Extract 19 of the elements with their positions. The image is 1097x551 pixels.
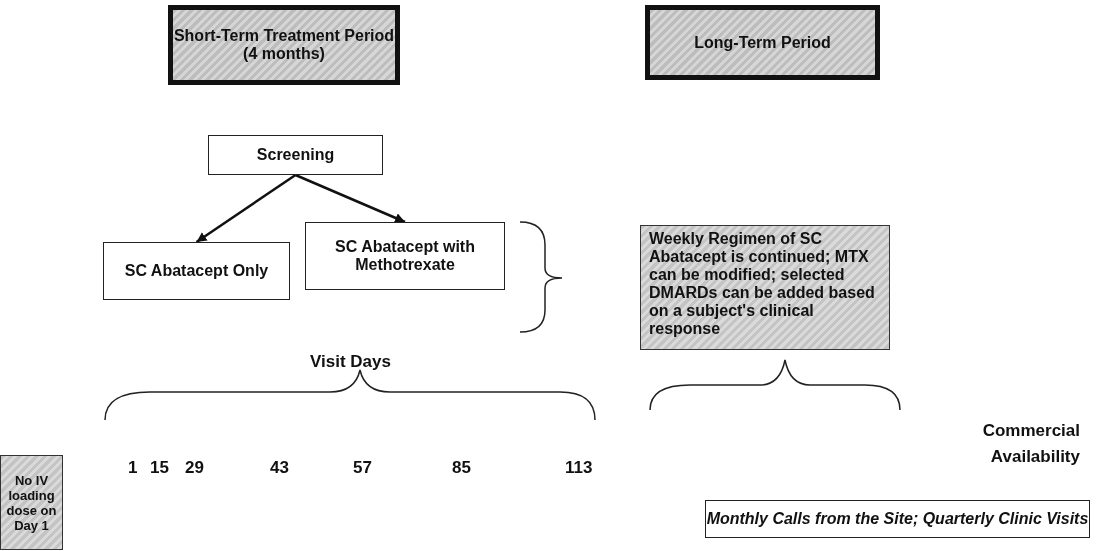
section-label: Visit Days: [310, 352, 391, 372]
period-header-box: Long-Term Period: [645, 5, 880, 80]
process-box: SC Abatacept with Methotrexate: [305, 222, 505, 290]
visit-day-number: 85: [452, 458, 471, 478]
visit-day-number: 29: [185, 458, 204, 478]
visit-day-number: 113: [565, 458, 593, 478]
visit-day-number: 15: [150, 458, 169, 478]
visit-day-number: 43: [270, 458, 289, 478]
period-header-box: Short-Term Treatment Period (4 months): [168, 5, 400, 85]
visit-day-number: 57: [353, 458, 372, 478]
process-box: Screening: [208, 135, 383, 175]
shaded-text-box: Weekly Regimen of SC Abatacept is continued; MTX can be modified; selected DMARDs can be added based on a subject's clinical response: [640, 225, 890, 350]
note-box: Monthly Calls from the Site; Quarterly Clinic Visits: [705, 500, 1090, 538]
arrow: [295, 173, 406, 224]
process-box: SC Abatacept Only: [103, 242, 290, 300]
visit-day-number: 1: [128, 458, 138, 478]
arrow: [195, 173, 297, 244]
note-text: Commercial Availability: [981, 420, 1080, 469]
shaded-text-box: No IV loading dose on Day 1: [0, 455, 63, 550]
